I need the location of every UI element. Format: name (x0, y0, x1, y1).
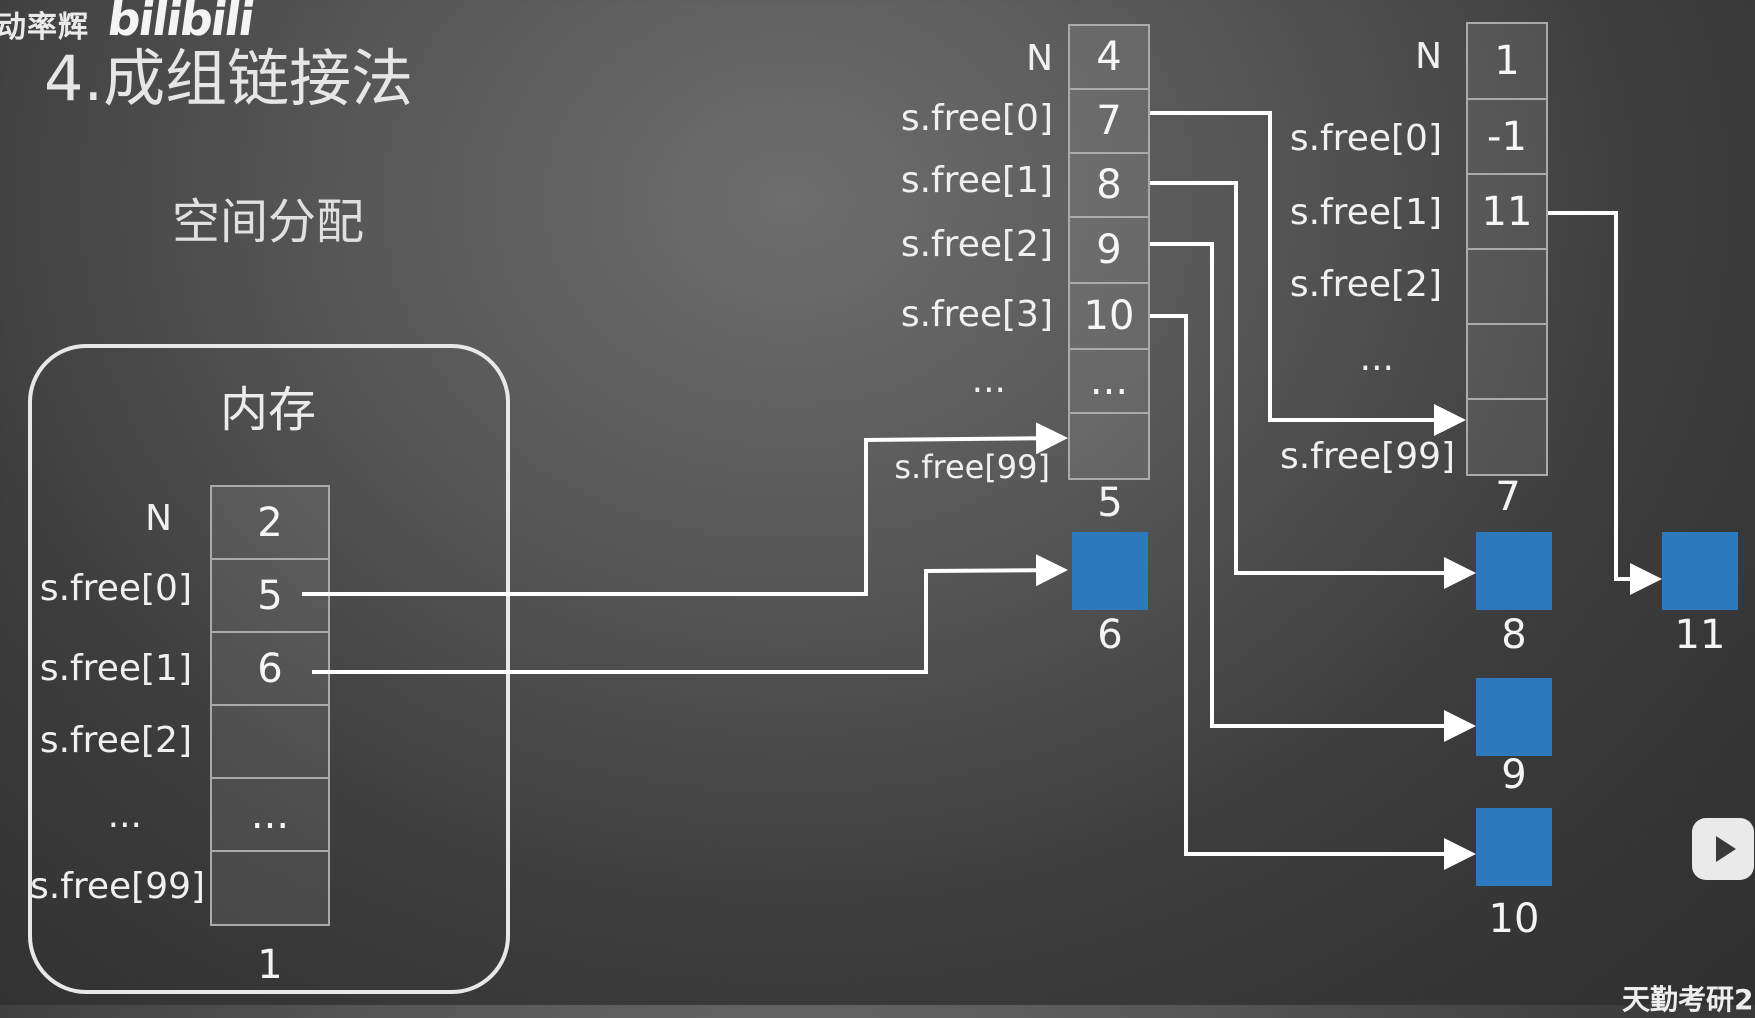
memory-panel (28, 344, 510, 994)
free-block-11 (1662, 532, 1738, 610)
mem-cell-free0: 5 (212, 560, 328, 633)
free-block-10 (1476, 808, 1552, 886)
g5-cell-free3: 10 (1070, 284, 1148, 350)
memory-title: 内存 (220, 382, 317, 438)
free-block-6 (1072, 532, 1148, 610)
g5-label-n: N (1026, 38, 1053, 79)
slide-title: 4.成组链接法 (44, 42, 414, 115)
g7-label-n: N (1415, 36, 1442, 77)
g7-label-free1: s.free[1] (1289, 192, 1442, 233)
mem-cell-n: 2 (212, 487, 328, 560)
group-block-7-table: 1 -1 11 (1466, 22, 1548, 476)
watermark-text: 动率辉 (0, 10, 89, 45)
arrow-free0-to-block5 (302, 422, 1068, 596)
g7-label-free99: s.free[99] (1280, 436, 1456, 477)
arrow-g5-free2-to-block9 (1150, 242, 1476, 742)
g5-cell-ellipsis: ... (1070, 350, 1148, 414)
g7-cell-free0: -1 (1468, 100, 1546, 175)
mem-block-number: 1 (257, 942, 283, 988)
free-block-9 (1476, 678, 1552, 756)
g7-cell-free1: 11 (1468, 175, 1546, 250)
group-block-5-table: 4 7 8 9 10 ... (1068, 24, 1150, 480)
g5-cell-free1: 8 (1070, 154, 1148, 218)
mem-cell-free2 (212, 706, 328, 779)
free-block-9-number: 9 (1501, 752, 1527, 798)
free-block-11-number: 11 (1674, 612, 1726, 658)
free-block-6-number: 6 (1097, 612, 1123, 658)
g7-cell-free2 (1468, 250, 1546, 325)
mem-label-free0: s.free[0] (39, 568, 192, 609)
mem-cell-free1: 6 (212, 633, 328, 706)
mem-label-n: N (145, 498, 172, 539)
free-block-8-number: 8 (1501, 612, 1527, 658)
g7-label-ellipsis: ... (1359, 338, 1394, 379)
mem-label-free99: s.free[99] (30, 866, 206, 907)
mem-cell-ellipsis: ... (212, 779, 328, 852)
slide-subtitle: 空间分配 (172, 194, 365, 250)
footer-watermark: 天勤考研2 (1622, 983, 1754, 1016)
g5-block-number: 5 (1097, 480, 1123, 526)
arrow-g5-free3-to-block10 (1150, 314, 1476, 870)
mem-label-free1: s.free[1] (39, 648, 192, 689)
g7-cell-free99 (1468, 400, 1546, 476)
free-block-10-number: 10 (1488, 896, 1540, 942)
g5-label-free1: s.free[1] (900, 160, 1053, 201)
g5-label-free2: s.free[2] (900, 224, 1053, 265)
memory-free-stack: 2 5 6 ... (210, 485, 330, 926)
arrow-g5-free0-to-block7 (1150, 111, 1466, 436)
g5-label-ellipsis: ... (971, 360, 1006, 401)
g5-cell-free99 (1070, 414, 1148, 480)
arrow-g7-free1-to-block11 (1548, 211, 1662, 595)
mem-cell-free99 (212, 852, 328, 926)
g5-label-free0: s.free[0] (900, 98, 1053, 139)
g5-cell-free0: 7 (1070, 90, 1148, 154)
g7-cell-ellipsis (1468, 325, 1546, 400)
g5-cell-n: 4 (1070, 26, 1148, 90)
play-icon[interactable] (1692, 818, 1754, 880)
g7-block-number: 7 (1495, 474, 1521, 520)
g7-cell-n: 1 (1468, 24, 1546, 100)
arrow-free1-to-block6 (312, 554, 1068, 674)
free-block-8 (1476, 532, 1552, 610)
mem-label-ellipsis: ... (107, 795, 142, 836)
g5-label-free3: s.free[3] (900, 294, 1053, 335)
g7-label-free2: s.free[2] (1289, 264, 1442, 305)
play-triangle-icon (1716, 836, 1736, 862)
g5-cell-free2: 9 (1070, 218, 1148, 284)
g7-label-free0: s.free[0] (1289, 118, 1442, 159)
arrow-g5-free1-to-block8 (1150, 181, 1476, 589)
g5-label-free99: s.free[99] (894, 448, 1050, 486)
mem-label-free2: s.free[2] (39, 720, 192, 761)
